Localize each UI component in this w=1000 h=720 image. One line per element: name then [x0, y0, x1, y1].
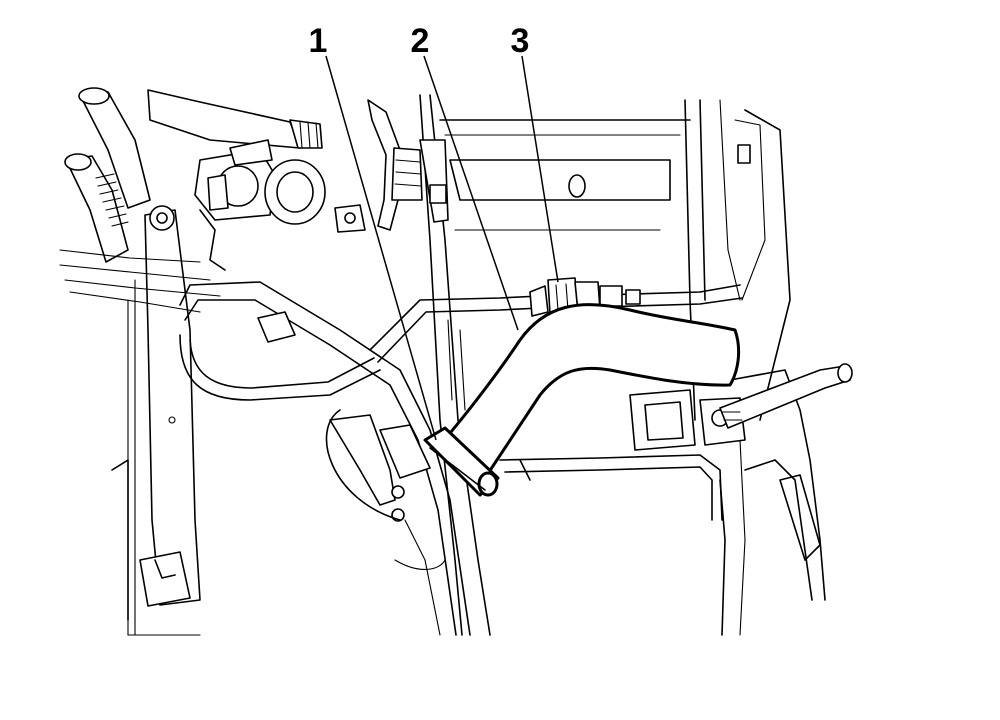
callout-1: 1 [309, 22, 328, 60]
heater-hoses-upper-left [59, 87, 366, 313]
callouts: 1 2 3 [309, 22, 530, 60]
mounting-strut [111, 205, 201, 621]
leader-line-1 [325, 55, 437, 441]
callout-2: 2 [411, 22, 430, 60]
callout-3: 3 [511, 22, 530, 60]
main-hose [423, 303, 741, 497]
central-hose [367, 99, 449, 231]
leader-line-2 [423, 55, 519, 331]
connector-fitting [529, 277, 601, 317]
pipe-lines [179, 281, 853, 636]
leader-line-3 [521, 55, 559, 283]
leader-lines [325, 55, 559, 441]
